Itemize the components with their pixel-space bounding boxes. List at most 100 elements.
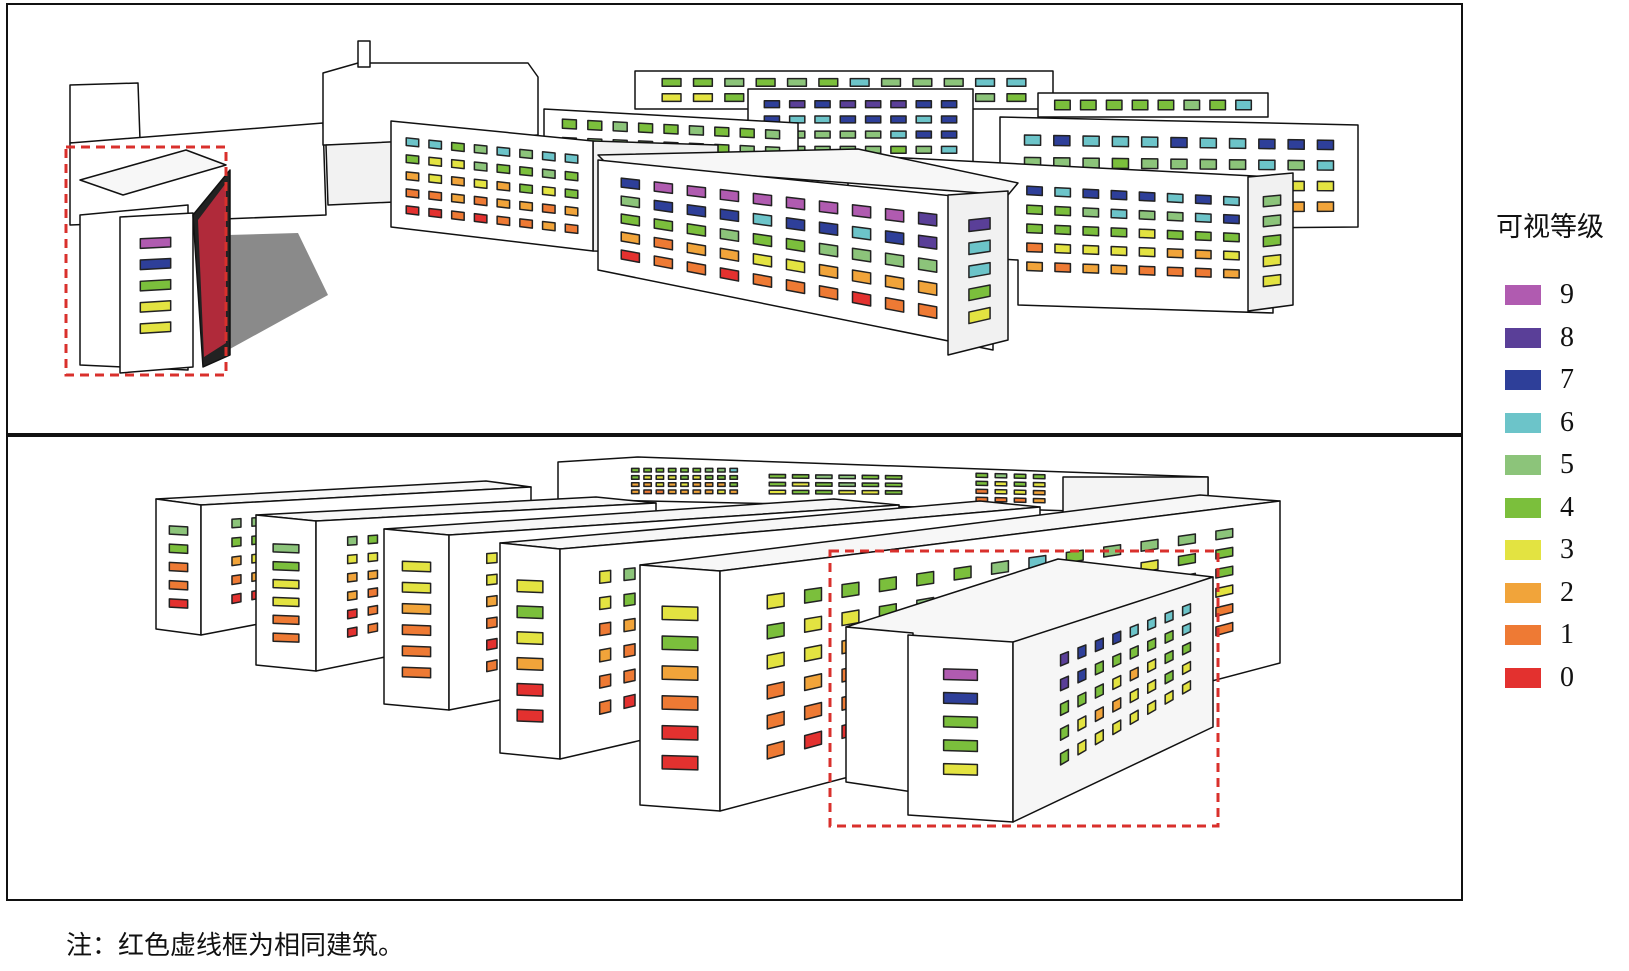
window — [915, 145, 933, 154]
window — [692, 467, 702, 473]
window — [1177, 533, 1197, 547]
window — [1181, 680, 1192, 695]
window — [1077, 691, 1087, 708]
window — [1026, 204, 1044, 216]
window — [880, 77, 902, 87]
legend-swatch — [1505, 285, 1541, 305]
window — [1013, 473, 1027, 480]
window — [940, 100, 958, 109]
window — [667, 467, 677, 473]
window — [692, 489, 702, 495]
window — [839, 130, 857, 139]
window — [1111, 157, 1130, 170]
window — [598, 647, 612, 663]
window — [1026, 242, 1044, 253]
window — [623, 592, 636, 607]
window — [861, 489, 880, 495]
window — [686, 223, 707, 237]
window — [139, 321, 172, 335]
window — [1222, 250, 1240, 261]
window — [1138, 265, 1156, 276]
window — [620, 177, 641, 191]
hl2-front — [907, 634, 1014, 823]
window — [519, 148, 534, 160]
window — [940, 130, 958, 139]
window — [272, 614, 300, 626]
window — [1013, 481, 1027, 488]
legend-swatch — [1505, 540, 1541, 560]
window — [974, 77, 996, 87]
window — [849, 77, 870, 87]
window — [630, 474, 640, 480]
window — [884, 474, 903, 480]
row-4-end — [499, 542, 561, 760]
window — [814, 481, 833, 487]
window — [940, 145, 958, 154]
legend-label: 5 — [1560, 449, 1574, 480]
window — [1077, 738, 1087, 756]
window — [716, 489, 726, 495]
window — [1059, 748, 1070, 766]
window — [814, 115, 831, 124]
window — [785, 279, 806, 295]
window — [473, 144, 488, 155]
window — [519, 218, 534, 229]
window — [716, 474, 726, 480]
window — [1129, 645, 1139, 660]
legend-swatch — [1505, 370, 1541, 390]
window — [473, 195, 488, 207]
window — [231, 536, 242, 548]
window — [1166, 248, 1184, 259]
window — [486, 616, 498, 630]
window — [818, 221, 839, 237]
window — [139, 278, 172, 292]
window — [1215, 546, 1234, 560]
window — [346, 590, 358, 602]
legend-swatch — [1505, 412, 1541, 433]
window — [766, 710, 785, 730]
window — [1129, 687, 1139, 704]
window — [1110, 227, 1128, 238]
window — [968, 216, 991, 233]
window — [1054, 224, 1072, 236]
window — [661, 754, 699, 771]
window — [450, 175, 465, 187]
window — [401, 560, 432, 573]
window — [519, 200, 534, 212]
window — [884, 482, 903, 488]
window — [752, 192, 773, 207]
window — [917, 302, 938, 320]
window — [1228, 137, 1247, 150]
window — [1258, 138, 1276, 150]
window — [346, 553, 358, 565]
window — [428, 139, 443, 150]
window — [942, 739, 979, 753]
window — [1094, 637, 1105, 653]
window — [1082, 225, 1100, 237]
window — [942, 715, 979, 729]
window — [1164, 649, 1174, 665]
window — [1053, 99, 1071, 111]
window — [912, 77, 933, 87]
window — [661, 77, 682, 87]
window — [917, 257, 938, 273]
window — [367, 569, 379, 581]
window — [864, 130, 882, 139]
window — [729, 482, 739, 488]
window — [1110, 208, 1128, 220]
legend-item-8: 8 — [1505, 322, 1574, 353]
window — [661, 605, 699, 622]
legend-label: 2 — [1560, 576, 1574, 608]
window — [890, 130, 907, 139]
window — [692, 474, 702, 480]
window — [1228, 158, 1247, 171]
window — [1316, 180, 1335, 192]
row-3-end — [383, 528, 450, 711]
window — [1129, 666, 1139, 682]
window — [405, 188, 420, 199]
window — [486, 552, 498, 565]
window — [994, 472, 1008, 479]
window — [1112, 719, 1122, 736]
window — [724, 77, 745, 87]
window — [1181, 603, 1192, 617]
